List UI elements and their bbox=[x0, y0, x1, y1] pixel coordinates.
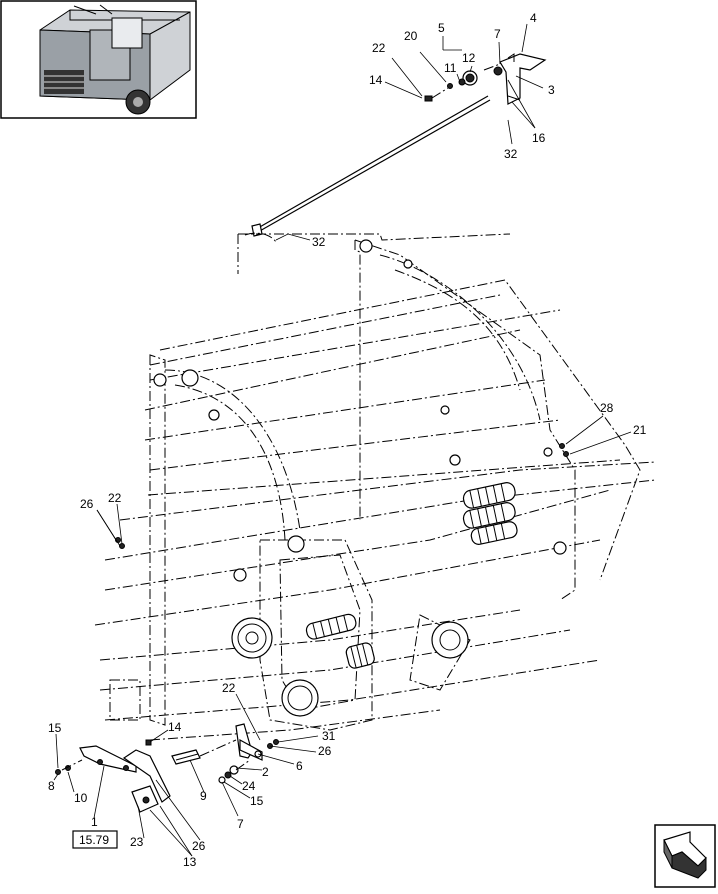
upper-shaft bbox=[251, 95, 491, 237]
callout-21: 21 bbox=[633, 423, 647, 437]
callout-5: 5 bbox=[438, 21, 445, 35]
callout-labels: 4 5 20 22 7 11 12 3 14 16 32 32 28 21 26… bbox=[48, 11, 647, 869]
machine-thumbnail bbox=[0, 0, 197, 119]
upper-bracket-assembly bbox=[424, 53, 547, 105]
lower-linkage bbox=[55, 723, 279, 813]
next-page-arrow-icon[interactable] bbox=[654, 824, 716, 888]
callout-6: 6 bbox=[296, 759, 303, 773]
callout-22: 22 bbox=[372, 41, 386, 55]
frame-hubs bbox=[153, 239, 567, 717]
callout-32-lower: 32 bbox=[312, 235, 326, 249]
callout-31: 31 bbox=[322, 729, 336, 743]
callout-15-lower: 15 bbox=[250, 794, 264, 808]
right-hardware bbox=[115, 443, 569, 549]
callout-7-lower: 7 bbox=[237, 817, 244, 831]
reference-box-label: 15.79 bbox=[79, 833, 109, 847]
callout-26-mid: 26 bbox=[318, 744, 332, 758]
leader-lines bbox=[53, 23, 632, 857]
callout-2: 2 bbox=[262, 765, 269, 779]
callout-24: 24 bbox=[242, 779, 256, 793]
callout-16: 16 bbox=[532, 131, 546, 145]
callout-10: 10 bbox=[74, 791, 88, 805]
callout-9: 9 bbox=[200, 789, 207, 803]
callout-28: 28 bbox=[600, 401, 614, 415]
callout-20: 20 bbox=[404, 29, 418, 43]
callout-32: 32 bbox=[504, 147, 518, 161]
callout-12: 12 bbox=[462, 51, 476, 65]
frame-outline bbox=[94, 232, 656, 741]
reference-box: 15.79 bbox=[72, 830, 118, 849]
callout-3: 3 bbox=[548, 83, 555, 97]
auger-rollers bbox=[305, 482, 518, 669]
callout-1: 1 bbox=[91, 815, 98, 829]
callout-13: 13 bbox=[183, 855, 197, 869]
callout-8: 8 bbox=[48, 779, 55, 793]
callout-4: 4 bbox=[530, 11, 537, 25]
callout-26-bottom: 26 bbox=[192, 839, 206, 853]
callout-15: 15 bbox=[48, 721, 62, 735]
callout-11: 11 bbox=[444, 61, 457, 75]
callout-7: 7 bbox=[494, 27, 501, 41]
callout-26: 26 bbox=[80, 497, 94, 511]
callout-23: 23 bbox=[130, 835, 144, 849]
callout-22-left: 22 bbox=[108, 491, 122, 505]
callout-14-lower: 14 bbox=[168, 720, 182, 734]
callout-22-lower: 22 bbox=[222, 681, 236, 695]
callout-14: 14 bbox=[369, 73, 383, 87]
